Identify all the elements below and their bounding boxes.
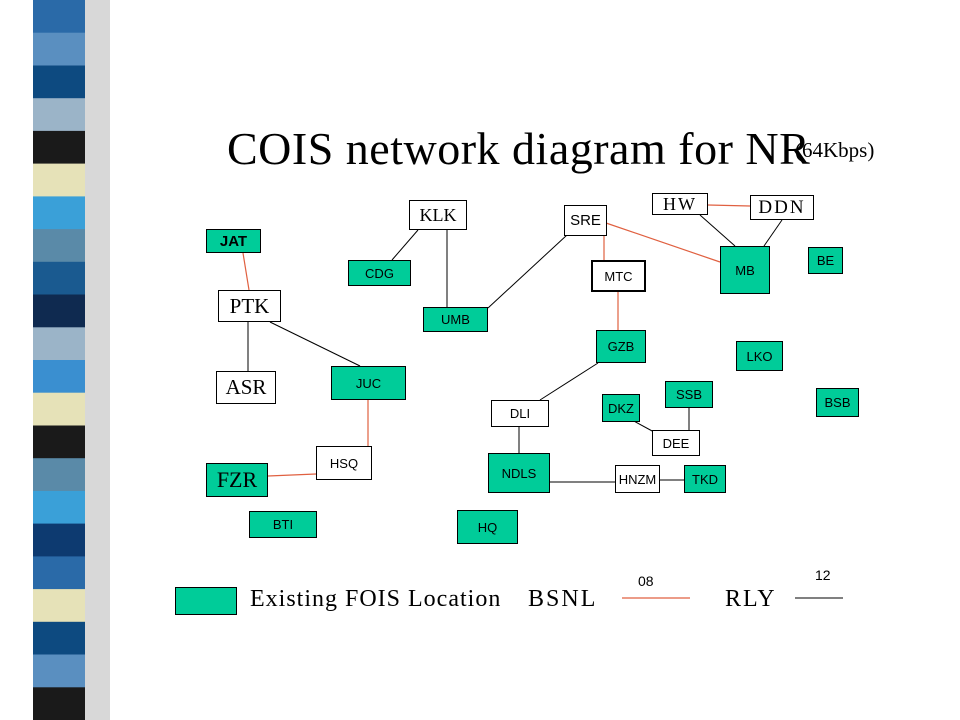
- page-subtitle: (64Kbps): [795, 138, 875, 162]
- link-umb-sre: [487, 234, 568, 309]
- node-cdg: CDG: [348, 260, 411, 286]
- node-hsq: HSQ: [316, 446, 372, 480]
- left-bar-stripe: [33, 163, 85, 197]
- left-bar-stripe: [33, 654, 85, 688]
- link-hw-ddn: [707, 204, 751, 207]
- node-hq: HQ: [457, 510, 518, 544]
- node-dee: DEE: [652, 430, 700, 456]
- left-bar-shadow: [85, 0, 110, 720]
- link-hw-mb: [699, 214, 736, 247]
- node-hw: HW: [652, 193, 708, 215]
- link-klk-cdg: [391, 229, 419, 261]
- node-dli: DLI: [491, 400, 549, 427]
- left-bar-stripe: [33, 556, 85, 590]
- node-tkd: TKD: [684, 465, 726, 493]
- node-juc: JUC: [331, 366, 406, 400]
- link-gzb-dli: [539, 362, 599, 401]
- left-bar-stripe: [33, 360, 85, 394]
- legend-bsnl-count: 08: [638, 573, 654, 589]
- legend-bsnl-label: BSNL: [528, 586, 598, 612]
- node-mtc: MTC: [591, 260, 646, 292]
- left-bar-stripe: [33, 65, 85, 99]
- node-be: BE: [808, 247, 843, 274]
- legend-rly-label: RLY: [725, 586, 777, 612]
- left-bar-stripe: [33, 98, 85, 132]
- left-bar-stripe: [33, 327, 85, 361]
- left-bar-stripe: [33, 458, 85, 492]
- node-klk: KLK: [409, 200, 467, 230]
- link-sre-mb: [605, 222, 721, 263]
- node-fzr: FZR: [206, 463, 268, 497]
- left-bar-stripe: [33, 0, 85, 34]
- left-bar-stripe: [33, 294, 85, 328]
- node-gzb: GZB: [596, 330, 646, 363]
- left-bar-stripe: [33, 392, 85, 426]
- left-bar-stripe: [33, 130, 85, 165]
- node-bti: BTI: [249, 511, 317, 538]
- node-ssb: SSB: [665, 381, 713, 408]
- left-bar-stripe: [33, 523, 85, 557]
- node-bsb: BSB: [816, 388, 859, 417]
- legend-existing-label: Existing FOIS Location: [250, 586, 502, 612]
- node-sre: SRE: [564, 205, 607, 236]
- legend-rly-count: 12: [815, 567, 831, 583]
- node-ndls: NDLS: [488, 453, 550, 493]
- left-bar-stripe: [33, 621, 85, 655]
- link-dkz-dee: [631, 419, 655, 433]
- node-ptk: PTK: [218, 290, 281, 322]
- left-bar-stripe: [33, 687, 85, 720]
- left-bar-stripe: [33, 425, 85, 459]
- link-jat-ptk: [242, 252, 250, 291]
- left-bar-stripe: [33, 261, 85, 295]
- left-bar-stripe: [33, 490, 85, 525]
- node-umb: UMB: [423, 307, 488, 332]
- link-hsq-fzr: [267, 473, 317, 477]
- left-decorative-bar: [0, 0, 110, 720]
- node-hnzm: HNZM: [615, 465, 660, 493]
- left-bar-stripe: [33, 32, 85, 66]
- left-bar-stripe: [33, 589, 85, 623]
- node-jat: JAT: [206, 229, 261, 253]
- node-ddn: DDN: [750, 195, 814, 220]
- node-mb: MB: [720, 246, 770, 294]
- left-bar-stripe: [33, 196, 85, 230]
- link-ddn-mb: [763, 219, 783, 247]
- node-asr: ASR: [216, 371, 276, 404]
- page-title: COIS network diagram for NR: [227, 123, 811, 174]
- left-bar-stripe: [33, 229, 85, 263]
- node-dkz: DKZ: [602, 394, 640, 422]
- legend-fois-swatch: [175, 587, 237, 615]
- link-ptk-juc: [269, 321, 361, 367]
- node-lko: LKO: [736, 341, 783, 371]
